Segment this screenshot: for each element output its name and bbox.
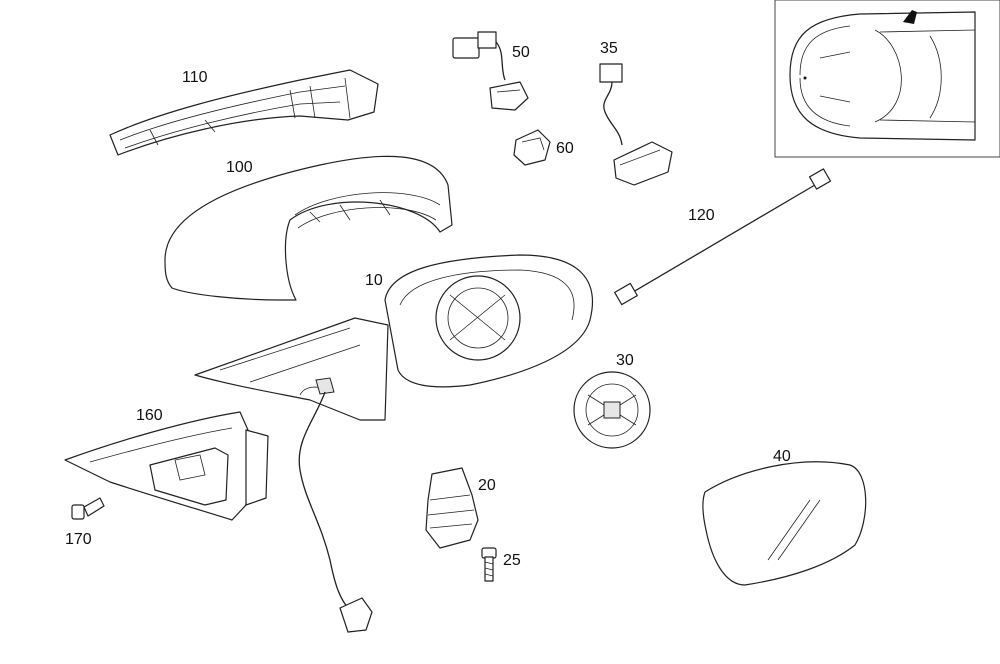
part-170-screw [71, 497, 105, 520]
label-100: 100 [226, 159, 253, 176]
label-110: 110 [182, 69, 208, 86]
part-160-lower-cover [64, 411, 269, 521]
part-110-turn-signal [109, 69, 379, 156]
label-40: 40 [773, 448, 791, 465]
label-160: 160 [136, 407, 163, 424]
harness-cable [298, 391, 373, 633]
part-10-mirror-housing [194, 254, 594, 421]
part-120-cable [614, 168, 832, 306]
label-20: 20 [478, 477, 496, 494]
locator-inset [774, 0, 1000, 158]
part-labels: 110 100 50 60 35 120 10 30 160 170 20 25… [65, 40, 791, 569]
part-20-drive-unit [425, 467, 479, 549]
label-10: 10 [365, 272, 383, 289]
part-50-connector [452, 31, 529, 111]
label-60: 60 [556, 140, 574, 157]
part-35-control-module [599, 63, 673, 186]
label-25: 25 [503, 552, 521, 569]
label-30: 30 [616, 352, 634, 369]
label-170: 170 [65, 531, 92, 548]
part-30-adjustment-motor [573, 371, 651, 449]
part-100-mirror-cover [164, 155, 453, 301]
label-120: 120 [688, 207, 715, 224]
part-40-mirror-glass [702, 461, 867, 586]
label-35: 35 [600, 40, 618, 57]
part-60-actuator [513, 129, 551, 166]
part-25-bolt [481, 547, 497, 582]
label-50: 50 [512, 44, 530, 61]
car-top-view-icon [789, 10, 976, 141]
